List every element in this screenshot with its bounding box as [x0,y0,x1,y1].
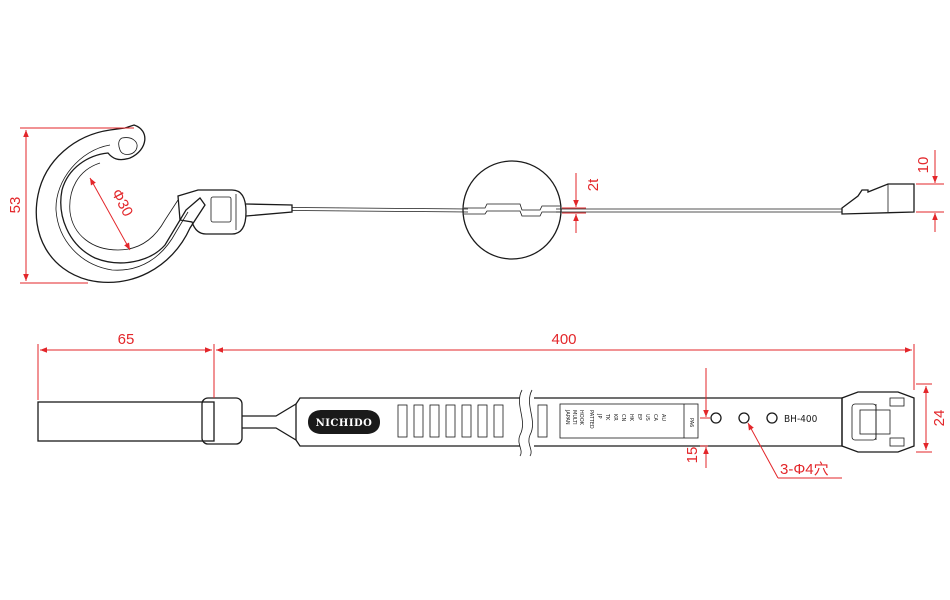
dim-65-label: 65 [118,331,135,348]
dim-band-width: 24 [916,383,948,453]
dim-head-height: 10 [915,150,944,232]
head-top [841,391,915,453]
break-line [518,389,523,457]
detail-circle [462,160,562,260]
dim-hole-offset: 15 [684,368,710,468]
dim-400-label: 400 [551,331,576,348]
hole-1 [710,412,722,424]
dim-24-label: 24 [931,410,948,427]
info-panel: JAPAN MULTI HOOK PATTED JP TK KR CN HK E… [559,403,699,439]
side-view [35,124,915,284]
dim-53-label: 53 [7,197,24,214]
ratchet-slots [397,404,548,438]
dim-hook-height: 53 [7,127,134,284]
brand-badge: NICHIDO [308,410,380,434]
hole-2 [738,412,750,424]
top-view: NICHIDO JAPAN MULTI HOOK PATTED JP TK KR [37,389,915,457]
dim-15-label: 15 [684,447,701,464]
model-label: BH-400 [784,414,818,425]
svg-text:TK: TK [604,413,610,421]
svg-text:KR: KR [612,414,618,421]
svg-text:US: US [644,414,650,421]
svg-text:HOOK: HOOK [578,410,584,426]
dim-band-length: 400 [216,331,915,390]
hook-top [37,401,215,442]
buckle-block [177,189,247,235]
svg-text:EP: EP [636,414,642,420]
dim-holes-label: 3-Φ4穴 [780,461,829,478]
hook-inner-groove [55,144,189,271]
svg-text:MULTI: MULTI [571,410,577,425]
brand-label: NICHIDO [316,418,373,429]
svg-text:CA: CA [652,414,658,421]
svg-text:PATTED: PATTED [588,410,594,429]
svg-text:HK: HK [628,414,634,422]
svg-text:JP: JP [596,413,602,419]
dim-holes: 3-Φ4穴 [747,422,842,479]
dim-hook-length: 65 [37,331,215,400]
dim-phi30-label: Φ30 [108,186,136,219]
band-side [245,203,293,217]
hook-outline [35,124,206,284]
dim-10-label: 10 [915,157,932,174]
svg-text:JAPAN: JAPAN [564,409,570,425]
dim-thickness: 2t [562,173,602,233]
head-side [841,183,915,215]
dim-hook-diameter: Φ30 [89,177,136,251]
dim-2t-label: 2t [585,178,602,191]
svg-text:AU: AU [660,414,666,421]
svg-text:CN: CN [620,414,626,421]
material-label: PA6 [688,418,694,427]
hole-3 [766,412,778,424]
